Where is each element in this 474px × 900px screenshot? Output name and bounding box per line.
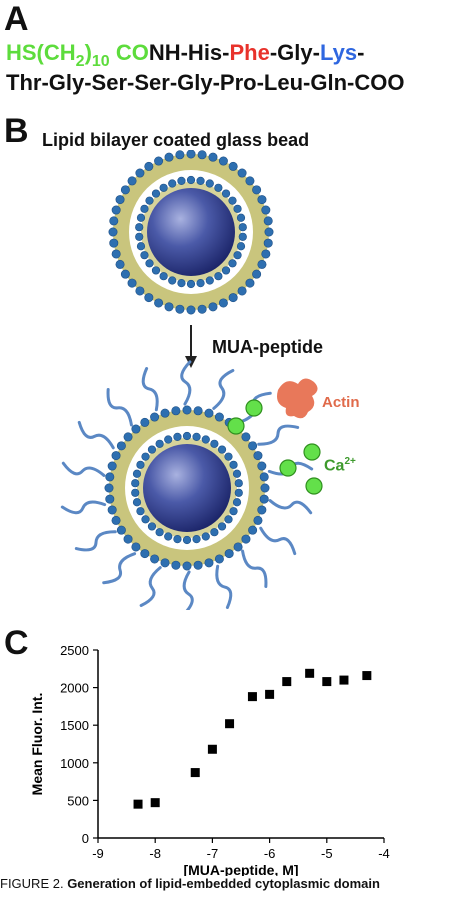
mua-prefix: HS(CH	[6, 40, 76, 65]
data-point	[339, 675, 349, 685]
data-point	[265, 689, 275, 699]
data-point	[207, 744, 217, 754]
y-tick-label: 1500	[60, 718, 89, 733]
trailing-dash: -	[357, 40, 365, 65]
y-tick-label: 0	[82, 831, 89, 846]
panel-a-letter: A	[4, 0, 29, 38]
data-point	[282, 677, 292, 687]
residue-phe: Phe	[229, 40, 270, 65]
mua-co: CO	[109, 40, 149, 65]
x-axis-label: [MUA-peptide, M]	[183, 862, 298, 876]
data-point	[247, 692, 257, 702]
mua-peptide-label: MUA-peptide	[212, 337, 323, 357]
y-tick-label: 500	[67, 793, 89, 808]
scatter-chart: 0 500 1000 1500 2000 2500 -9 -8 -7 -6 -5 -4 [MUA-pep…	[29, 643, 390, 876]
figure-caption: FIGURE 2. Generation of lipid-embedded c…	[0, 876, 474, 891]
bead-diagram	[60, 150, 323, 610]
mua-subscript-10: 10	[91, 53, 110, 70]
mua-subscript-2: 2	[75, 53, 85, 70]
calcium-symbol: Ca	[324, 457, 345, 475]
nh-his: NH-His-	[148, 40, 230, 65]
gly-segment: -Gly-	[269, 40, 320, 65]
data-point	[190, 768, 200, 778]
coated-bead-bottom	[104, 405, 270, 571]
mua-paren: )	[84, 40, 92, 65]
coated-bead-top	[108, 150, 274, 315]
actin-label: Actin	[322, 394, 360, 411]
calcium-label: Ca2+	[324, 456, 356, 475]
x-tick-label: -9	[92, 846, 104, 861]
residue-lys: Lys	[319, 40, 358, 65]
peptide-sequence-line-2: Thr-Gly-Ser-Ser-Gly-Pro-Leu-Gln-COO	[6, 70, 405, 95]
y-tick-label: 2000	[60, 681, 89, 696]
bead-title: Lipid bilayer coated glass bead	[42, 130, 310, 150]
x-tick-label: -6	[264, 846, 276, 861]
data-point	[305, 668, 315, 678]
x-tick-label: -5	[321, 846, 333, 861]
x-tick-label: -8	[149, 846, 161, 861]
panel-c-letter: C	[4, 624, 29, 662]
x-tick-label: -4	[378, 846, 390, 861]
y-tick-label: 2500	[60, 643, 89, 658]
panel-b-letter: B	[4, 112, 29, 150]
data-point	[150, 798, 160, 808]
y-tick-label: 1000	[60, 756, 89, 771]
figure-number: FIGURE 2.	[0, 876, 64, 891]
calcium-ions	[227, 399, 323, 495]
calcium-charge: 2+	[344, 456, 356, 467]
actin-icon	[277, 378, 318, 419]
data-point	[322, 677, 332, 687]
data-point	[133, 799, 143, 809]
data-point	[362, 671, 372, 681]
peptide-sequence-line-1: HS(CH2)10 CONH-His-Phe-Gly-Lys-	[6, 40, 365, 70]
data-point	[225, 719, 235, 729]
x-tick-label: -7	[207, 846, 219, 861]
y-axis-label: Mean Fluor. Int.	[29, 693, 45, 796]
caption-text: Generation of lipid-embedded cytoplasmic…	[63, 876, 380, 891]
